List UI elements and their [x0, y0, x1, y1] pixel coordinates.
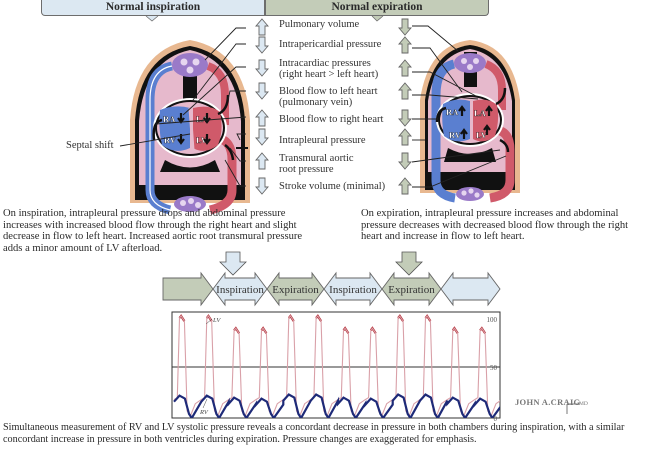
- pulmonary-vessels: [454, 53, 486, 73]
- arrow-down-icon: [398, 109, 412, 127]
- inspiration-description: On inspiration, intrapleural pressure dr…: [3, 208, 303, 254]
- chest-expiration: RA LA RV LV: [420, 40, 520, 203]
- label-la: LA: [196, 114, 209, 124]
- lv-annotation: LV: [212, 317, 221, 324]
- arrow-up-icon: [255, 18, 269, 36]
- flow-arrow-icon: [435, 106, 447, 123]
- legend-line: (right heart > left heart): [279, 69, 379, 80]
- arrow-up-icon: [255, 109, 269, 127]
- arrow-down-icon: [255, 128, 269, 146]
- y-tick-label: 100: [487, 316, 498, 324]
- legend-line: root pressure: [279, 164, 334, 175]
- label-rv: RV: [164, 135, 177, 145]
- venous-return: [431, 59, 456, 203]
- y-tick-label: 0: [494, 415, 498, 423]
- phase-band: Inspiration Expiration Inspiration Expirati…: [162, 251, 501, 307]
- legend-line: Transmural aortic: [279, 153, 354, 164]
- label-la: LA: [474, 108, 487, 118]
- pulmonary-vessels: [172, 53, 208, 77]
- arrow-up-icon: [398, 36, 412, 54]
- leader-lines-right: [411, 25, 507, 188]
- header-normal-inspiration: Normal inspiration: [41, 0, 265, 16]
- septal-shift-label: Septal shift: [66, 140, 114, 151]
- legend-stroke-volume: Stroke volume (minimal): [279, 181, 386, 192]
- header-pointer: [371, 15, 384, 22]
- arrow-up-icon: [398, 59, 412, 77]
- signature-suffix: MD: [579, 401, 588, 407]
- label-lv: LV: [476, 130, 488, 140]
- phase-label-expiration: Expiration: [272, 284, 319, 296]
- arrow-up-icon: [398, 128, 412, 146]
- expiration-description: On expiration, intrapleural pressure inc…: [361, 208, 629, 242]
- aorta: [489, 125, 515, 203]
- phase-arrow-expiration: [162, 271, 214, 307]
- left-heart: [193, 106, 222, 151]
- pulmonary-vein: [484, 60, 506, 110]
- phase-arrow-inspiration: [440, 271, 501, 307]
- legend-intracardiac-pressures: Intracardiac pressures(right heart > lef…: [279, 58, 378, 80]
- phase-label-inspiration: Inspiration: [329, 284, 377, 296]
- legend-pulmonary-volume: Pulmonary volume: [279, 19, 360, 30]
- legend-blood-flow-right-heart: Blood flow to right heart: [279, 114, 384, 125]
- flow-arrow-icon: [499, 138, 510, 153]
- phase-label-inspiration: Inspiration: [216, 284, 264, 296]
- arrow-up-icon: [460, 128, 468, 139]
- header-pointer: [145, 15, 159, 22]
- diaphragm-center: [160, 160, 220, 172]
- arrow-up-icon: [485, 105, 493, 116]
- arrow-up-icon: [255, 152, 269, 170]
- arrow-down-icon: [255, 59, 269, 77]
- flow-arrow-icon: [224, 143, 235, 161]
- signature: JOHN A.CRAIG MD: [515, 397, 588, 414]
- legend-line: Blood flow to left heart: [279, 86, 378, 97]
- label-lv: LV: [196, 135, 208, 145]
- legend-arrows: [255, 18, 412, 195]
- legend-line: (pulmonary vein): [279, 97, 353, 108]
- pulmonary-vein: [206, 62, 229, 125]
- label-ra: RA: [446, 107, 459, 117]
- phase-label-expiration: Expiration: [388, 284, 435, 296]
- arrow-down-icon: [398, 18, 412, 36]
- legend-line: Intracardiac pressures: [279, 58, 371, 69]
- expiration-pointer-arrow-icon: [395, 251, 423, 276]
- arrow-down-icon: [398, 152, 412, 170]
- arrow-down-icon: [255, 177, 269, 195]
- chest-inspiration: RA LA RV LV: [130, 40, 250, 215]
- label-rv: RV: [449, 130, 462, 140]
- arrow-up-icon: [483, 124, 491, 135]
- legend-blood-flow-left-heart: Blood flow to left heart(pulmonary vein): [279, 86, 378, 108]
- arrow-up-icon: [458, 105, 466, 116]
- chart-caption: Simultaneous measurement of RV and LV sy…: [3, 422, 625, 445]
- signature-name: JOHN A.CRAIG: [515, 397, 581, 407]
- flow-arrow-icon: [217, 94, 230, 116]
- inspiration-pointer-arrow-icon: [219, 251, 247, 276]
- y-tick-label: 50: [490, 364, 498, 372]
- legend-intrapleural-pressure: Intrapleural pressure: [279, 135, 366, 146]
- header-normal-expiration: Normal expiration: [265, 0, 489, 16]
- leader-lines-left: [119, 27, 247, 187]
- arrow-down-icon: [255, 82, 269, 100]
- label-ra: RA: [163, 114, 176, 124]
- arrow-down-icon: [203, 134, 211, 145]
- rv-annotation: RV: [199, 409, 209, 416]
- pressure-chart: 0 50 100 LV RV: [171, 311, 501, 423]
- flow-arrow-icon: [152, 118, 163, 141]
- arrow-up-icon: [398, 177, 412, 195]
- legend-intrapericardial-pressure: Intrapericardial pressure: [279, 39, 382, 50]
- arrow-up-icon: [398, 82, 412, 100]
- rv-trace: [173, 393, 500, 418]
- arrow-down-icon: [255, 36, 269, 54]
- aorta: [208, 133, 237, 215]
- flow-arrow-icon: [495, 87, 507, 106]
